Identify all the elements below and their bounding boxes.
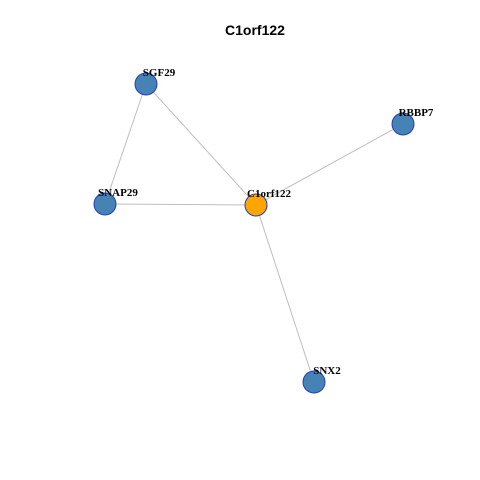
node-c1orf122: C1orf122 xyxy=(244,188,291,217)
node-circle-rbbp7 xyxy=(391,112,415,136)
node-circle-snx2 xyxy=(302,370,326,394)
edge-snap29-c1orf122 xyxy=(104,203,257,206)
node-circle-sgf29 xyxy=(134,72,158,96)
edge-sgf29-c1orf122 xyxy=(145,83,257,206)
node-label-snx2: SNX2 xyxy=(313,365,341,377)
node-circle-c1orf122 xyxy=(244,193,268,217)
edge-sgf29-snap29 xyxy=(104,83,147,205)
node-snx2: SNX2 xyxy=(302,365,341,394)
node-rbbp7: RBBP7 xyxy=(391,107,434,136)
node-label-snap29: SNAP29 xyxy=(98,187,138,199)
node-sgf29: SGF29 xyxy=(134,67,176,96)
edge-snx2-c1orf122 xyxy=(255,204,315,383)
node-circle-snap29 xyxy=(93,192,117,216)
node-label-sgf29: SGF29 xyxy=(143,67,176,79)
node-label-rbbp7: RBBP7 xyxy=(399,107,434,119)
node-snap29: SNAP29 xyxy=(93,187,138,216)
edge-rbbp7-c1orf122 xyxy=(255,123,404,206)
graph-title: C1orf122 xyxy=(225,22,285,38)
edge-layer xyxy=(104,83,404,383)
node-label-c1orf122: C1orf122 xyxy=(247,188,291,200)
